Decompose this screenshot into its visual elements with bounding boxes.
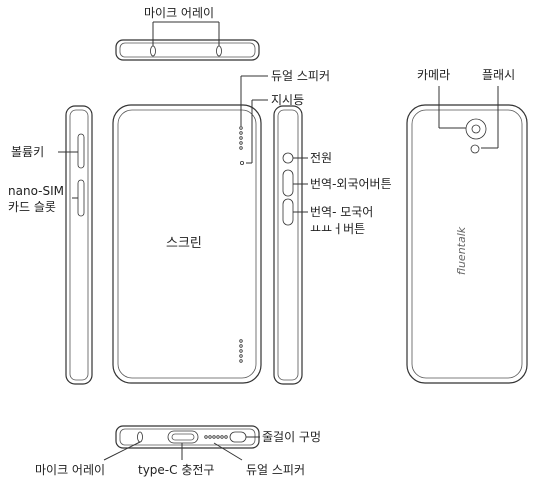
bottom-speaker-hole [208, 435, 212, 439]
volume-key [77, 133, 85, 169]
indicator-light [239, 160, 244, 165]
lanyard-hole [229, 431, 247, 443]
label-power: 전원 [310, 151, 333, 165]
label-camera: 카메라 [417, 68, 451, 82]
native-translate-button [282, 198, 294, 226]
top-speaker-hole [239, 141, 243, 145]
front-view [112, 75, 268, 384]
back-view [406, 86, 528, 384]
label-nano-sim-line1: nano-SIM [8, 184, 64, 198]
foreign-translate-button [282, 169, 294, 197]
label-bottom-mic: 마이크 어레이 [35, 463, 106, 477]
label-translate-native-line2: ㅛㅛㅓ버튼 [310, 222, 366, 236]
label-indicator: 지시등 [271, 93, 305, 107]
label-volume-key: 볼륨키 [11, 145, 45, 159]
label-translate-foreign: 번역-외국어버튼 [310, 177, 392, 191]
bottom-speaker-hole [204, 435, 208, 439]
top-speaker-hole [239, 146, 243, 150]
label-nano-sim: nano-SIM 카드 슬롯 [8, 184, 64, 214]
left-side-view [58, 105, 93, 385]
top-view [115, 21, 260, 61]
top-speaker-hole [239, 126, 243, 130]
label-translate-native: 번역- 모국어 ㅛㅛㅓ버튼 [310, 205, 373, 236]
label-translate-native-line1: 번역- 모국어 [310, 205, 374, 219]
label-flash: 플래시 [482, 68, 516, 82]
bottom-mic-hole [137, 431, 143, 443]
bottom-front-speaker-hole [239, 344, 243, 348]
bottom-view [103, 425, 260, 461]
typec-port [167, 430, 199, 444]
label-screen: 스크린 [166, 236, 202, 251]
bottom-speaker-hole [212, 435, 216, 439]
label-lanyard-hole: 줄걸이 구멍 [262, 430, 322, 444]
sim-slot [77, 179, 85, 217]
label-nano-sim-line2: 카드 슬롯 [8, 200, 56, 214]
bottom-front-speaker-hole [239, 339, 243, 343]
label-top-mic: 마이크 어레이 [144, 6, 215, 20]
bottom-speaker-hole [216, 435, 220, 439]
bottom-speaker-hole [220, 435, 224, 439]
top-speaker-hole [239, 131, 243, 135]
label-dual-speaker-bottom: 듀얼 스피커 [246, 463, 306, 477]
flash-light [470, 144, 480, 154]
bottom-front-speaker-hole [239, 354, 243, 358]
bottom-front-speaker-hole [239, 359, 243, 363]
label-dual-speaker-top: 듀얼 스피커 [271, 69, 331, 83]
bottom-speaker-hole [224, 435, 228, 439]
power-button [282, 152, 294, 164]
top-mic-hole-1 [150, 45, 156, 57]
brand-logo: fluentalk [455, 226, 469, 276]
top-mic-hole-2 [216, 45, 222, 57]
top-speaker-hole [239, 136, 243, 140]
right-side-view [273, 105, 308, 385]
label-typec-port: type-C 충전구 [138, 463, 215, 477]
bottom-front-speaker-hole [239, 349, 243, 353]
